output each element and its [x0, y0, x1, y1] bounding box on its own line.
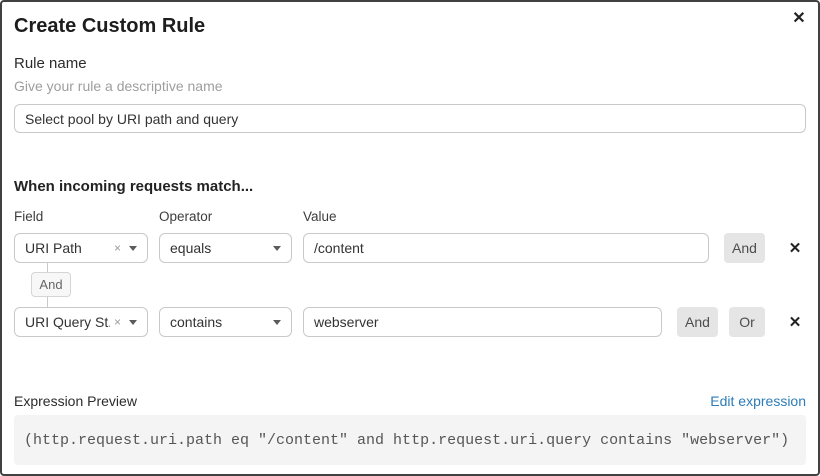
- chevron-down-icon: [273, 319, 281, 325]
- operator-select-value: equals: [170, 240, 212, 256]
- rule-name-input[interactable]: [14, 104, 806, 133]
- close-icon[interactable]: ✕: [787, 7, 811, 31]
- edit-expression-link[interactable]: Edit expression: [710, 393, 806, 409]
- expression-preview-code: (http.request.uri.path eq "/content" and…: [14, 415, 806, 465]
- operator-select-value: contains: [170, 314, 223, 330]
- dialog-title: Create Custom Rule: [14, 15, 206, 37]
- chevron-down-icon: [129, 245, 137, 251]
- value-input[interactable]: [303, 307, 662, 337]
- add-and-condition-button[interactable]: And: [677, 307, 718, 337]
- value-input[interactable]: [303, 233, 709, 263]
- add-and-condition-button[interactable]: And: [724, 233, 765, 263]
- remove-condition-icon[interactable]: ✕: [784, 307, 806, 337]
- field-select[interactable]: URI Path ×: [14, 233, 148, 263]
- field-column-label: Field: [14, 209, 44, 224]
- clear-selection-icon[interactable]: ×: [113, 241, 121, 255]
- field-select-value: URI Path: [25, 240, 82, 256]
- operator-column-label: Operator: [159, 209, 213, 224]
- operator-select[interactable]: contains: [159, 307, 292, 337]
- expression-preview-label: Expression Preview: [14, 393, 137, 409]
- and-connector: And: [14, 263, 806, 307]
- chevron-down-icon: [129, 319, 137, 325]
- remove-condition-icon[interactable]: ✕: [784, 233, 806, 263]
- field-select[interactable]: URI Query St... ×: [14, 307, 148, 337]
- add-or-condition-button[interactable]: Or: [729, 307, 765, 337]
- value-column-label: Value: [303, 209, 337, 224]
- match-row-2: URI Query St... × contains And Or ✕: [14, 307, 806, 337]
- match-section-heading: When incoming requests match...: [14, 178, 254, 195]
- clear-selection-icon[interactable]: ×: [113, 315, 121, 329]
- and-connector-badge: And: [31, 272, 71, 297]
- chevron-down-icon: [273, 245, 281, 251]
- field-select-value: URI Query St...: [25, 314, 110, 330]
- match-row-1: URI Path × equals And ✕: [14, 233, 806, 263]
- match-column-labels: Field Operator Value: [14, 210, 806, 224]
- operator-select[interactable]: equals: [159, 233, 292, 263]
- rule-name-label: Rule name: [14, 55, 87, 72]
- expression-preview-header: Expression Preview Edit expression: [14, 394, 806, 409]
- rule-name-hint: Give your rule a descriptive name: [14, 78, 223, 94]
